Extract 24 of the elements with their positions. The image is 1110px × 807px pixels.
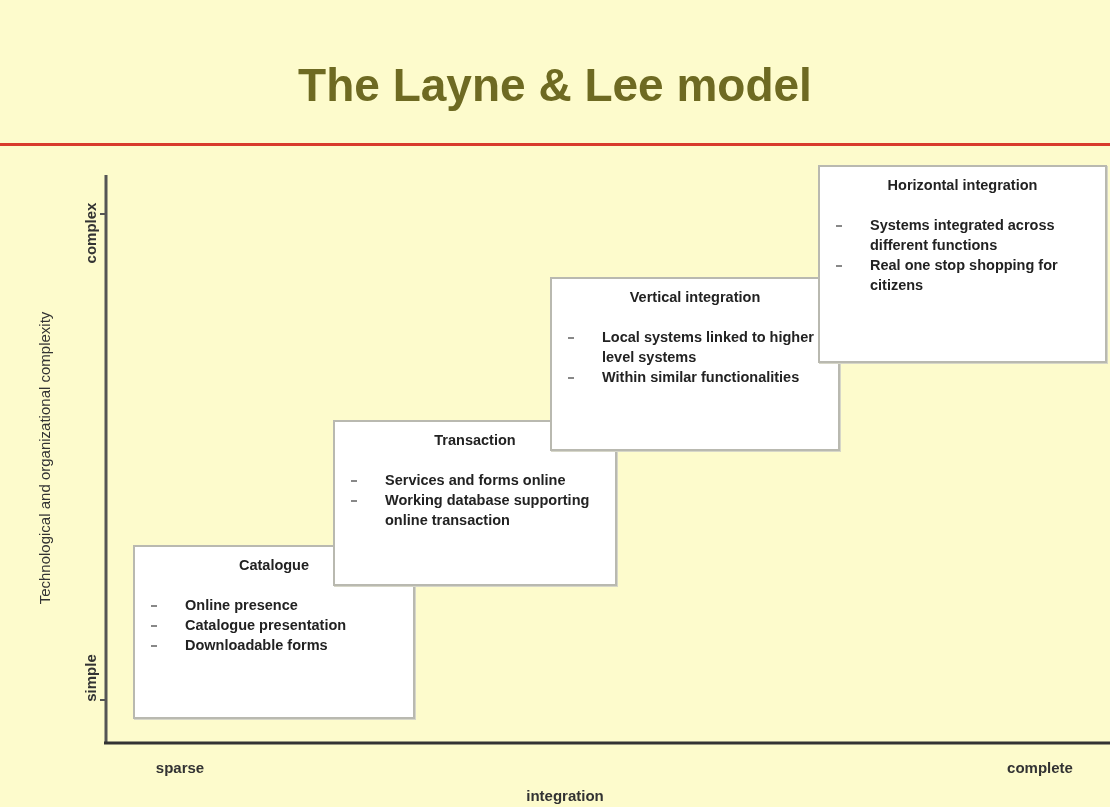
bullet-text: Services and forms online [385, 471, 567, 490]
axis-label: simple [81, 654, 99, 702]
bullet-text: Online presence [185, 596, 299, 615]
bullet-text: Within similar functionalities [602, 368, 801, 387]
stage-heading: Horizontal integration [887, 176, 1038, 195]
bullet-text: Working database supporting online transaction [385, 491, 591, 530]
title: The Layne & Lee model [298, 58, 812, 112]
stage-box [133, 545, 415, 719]
stage-box [333, 420, 617, 586]
axis-label: sparse [155, 758, 205, 776]
bullet-text: Catalogue presentation [185, 616, 348, 635]
stage-box [818, 165, 1107, 363]
stage-heading: Catalogue [238, 556, 310, 575]
axis-label: integration [526, 786, 604, 804]
axis-label: complex [81, 202, 99, 264]
stage-heading: Vertical integration [629, 288, 761, 307]
bullet-text: Systems integrated across different functions [870, 216, 1056, 255]
bullet-text: Downloadable forms [185, 636, 329, 655]
bullet-text: Local systems linked to higher level systems [602, 328, 815, 367]
stage-box [550, 277, 840, 451]
axis-label: complete [1007, 758, 1073, 776]
stage-heading: Transaction [434, 431, 516, 450]
bullet-text: Real one stop shopping for citizens [870, 256, 1059, 295]
axis-label: Technological and organizational complexity [35, 311, 53, 605]
